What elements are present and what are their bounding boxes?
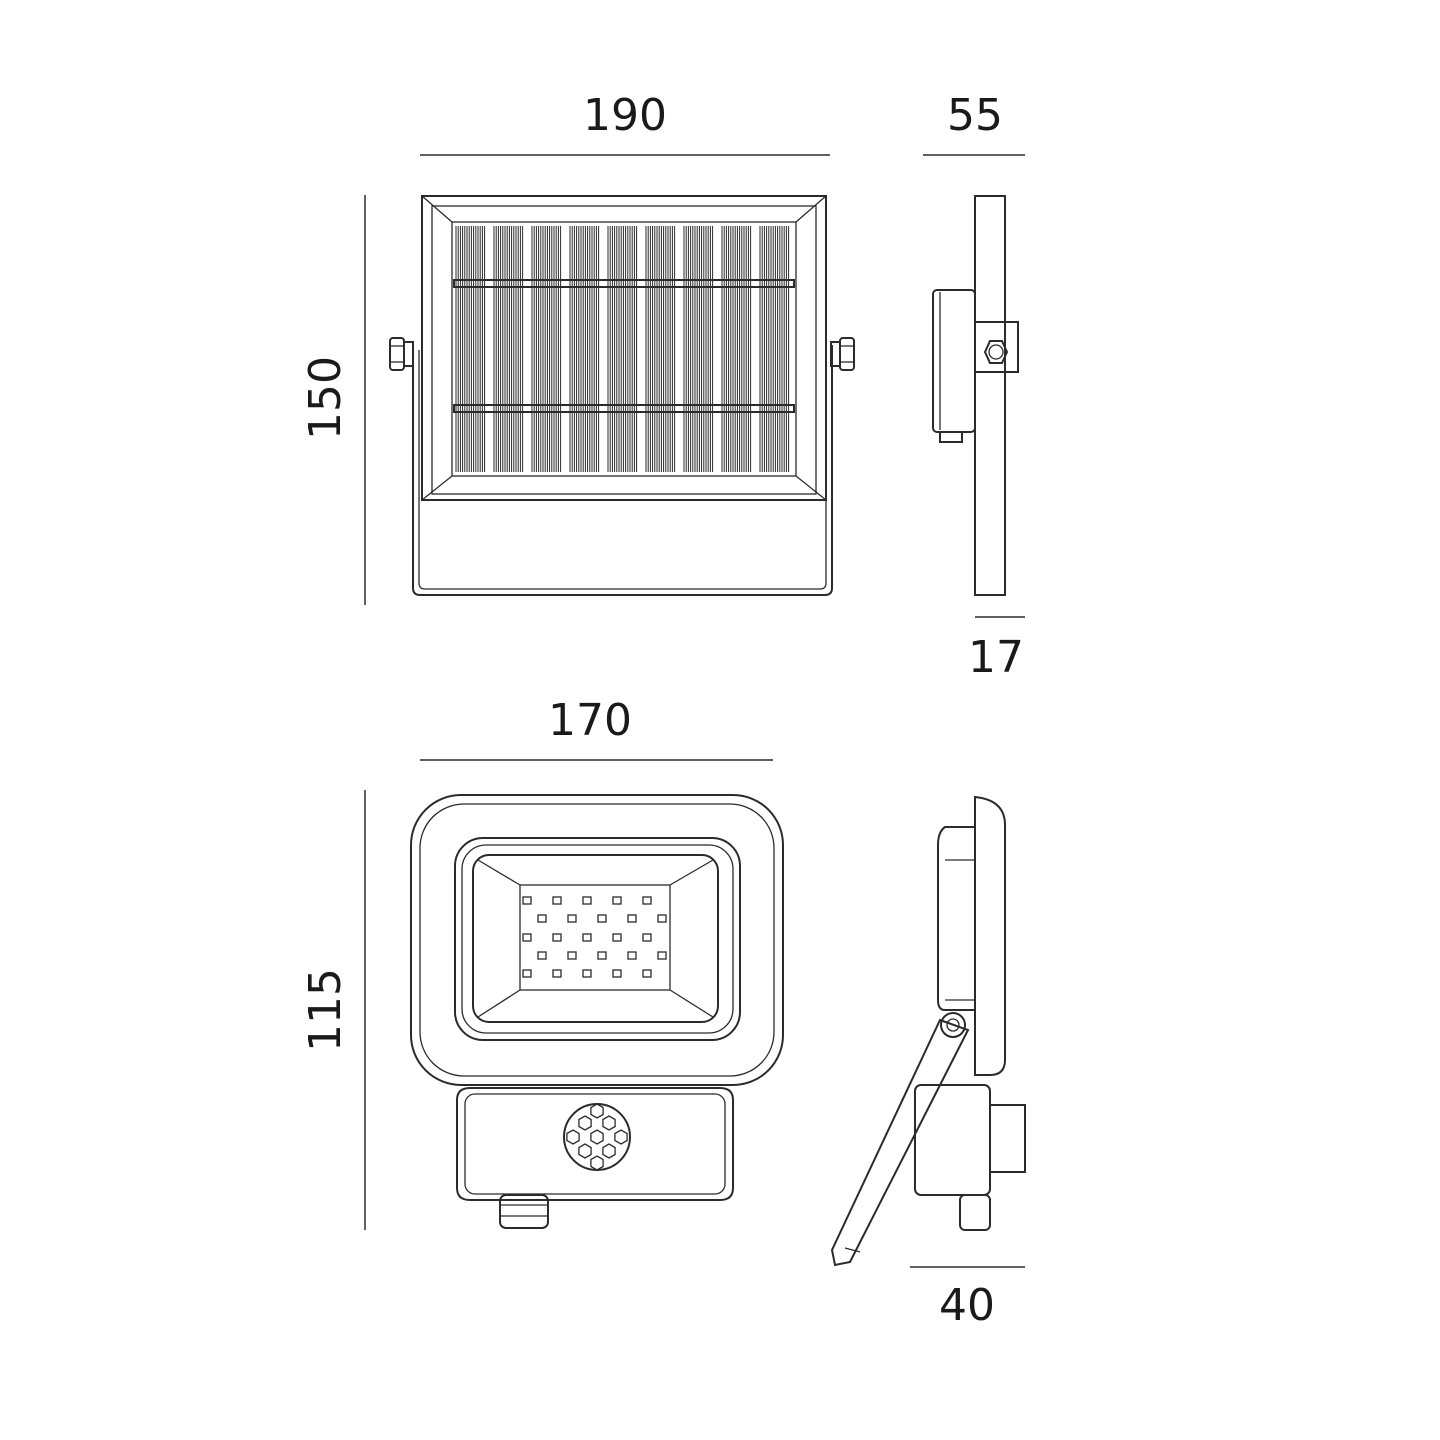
led-chip bbox=[522, 896, 532, 905]
led-chip bbox=[537, 951, 547, 960]
dim-solar-width-label: 190 bbox=[583, 90, 667, 141]
left-knob-icon bbox=[389, 337, 414, 371]
sensor-lens-cell bbox=[614, 1129, 628, 1145]
led-chip bbox=[597, 951, 607, 960]
sensor-lens-cell bbox=[590, 1155, 604, 1171]
dim-solar-depth-label: 55 bbox=[947, 90, 1003, 141]
led-chip bbox=[582, 969, 592, 978]
led-chip bbox=[612, 933, 622, 942]
sensor-lens-cell bbox=[602, 1115, 616, 1131]
cable-gland bbox=[499, 1194, 549, 1229]
sensor-lens-cell bbox=[590, 1103, 604, 1119]
sensor-lens-cell bbox=[590, 1129, 604, 1145]
pivot-nut-icon bbox=[940, 1012, 966, 1038]
floodlight-front-view bbox=[410, 794, 784, 1229]
led-chip bbox=[597, 914, 607, 923]
sensor-housing bbox=[456, 1087, 734, 1201]
led-chip bbox=[657, 914, 667, 923]
sensor-lens-cell bbox=[578, 1115, 592, 1131]
led-chip bbox=[582, 896, 592, 905]
led-chip bbox=[612, 896, 622, 905]
solar-cells bbox=[455, 226, 790, 472]
dim-lamp-width-label: 170 bbox=[548, 695, 632, 746]
led-chip bbox=[612, 969, 622, 978]
led-array bbox=[522, 896, 667, 978]
dim-solar-height-label: 150 bbox=[300, 356, 351, 440]
led-chip bbox=[567, 914, 577, 923]
led-chip bbox=[522, 933, 532, 942]
led-chip bbox=[642, 933, 652, 942]
led-chip bbox=[552, 896, 562, 905]
led-chip bbox=[537, 914, 547, 923]
sensor-lens-cell bbox=[578, 1143, 592, 1159]
solar-panel-side-view bbox=[932, 195, 1019, 596]
dim-lamp-depth-label: 40 bbox=[939, 1280, 995, 1331]
led-chip bbox=[627, 914, 637, 923]
led-chip bbox=[582, 933, 592, 942]
motion-sensor-icon bbox=[563, 1103, 631, 1171]
mounting-arm bbox=[830, 1018, 970, 1267]
led-chip bbox=[522, 969, 532, 978]
led-chip bbox=[552, 933, 562, 942]
sensor-lens-cell bbox=[602, 1143, 616, 1159]
dim-solar-thickness-label: 17 bbox=[968, 632, 1024, 683]
led-chip bbox=[642, 969, 652, 978]
led-chip bbox=[657, 951, 667, 960]
floodlight-side-view bbox=[830, 795, 1026, 1267]
solar-panel-front-view bbox=[389, 195, 855, 596]
led-chip bbox=[642, 896, 652, 905]
panel-bracket bbox=[412, 345, 833, 596]
dim-lamp-height-label: 115 bbox=[300, 968, 351, 1052]
nut-icon bbox=[983, 340, 1009, 364]
sensor-lens-cell bbox=[566, 1129, 580, 1145]
led-chip bbox=[567, 951, 577, 960]
led-chip bbox=[627, 951, 637, 960]
right-knob-icon bbox=[830, 337, 855, 371]
led-chip bbox=[552, 969, 562, 978]
